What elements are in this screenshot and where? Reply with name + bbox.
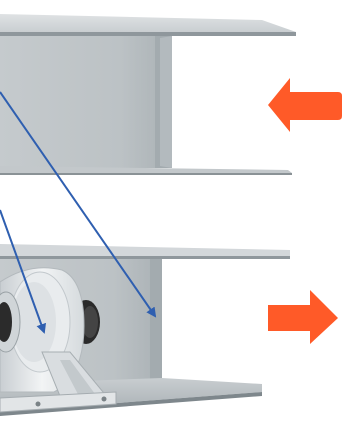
lower-top-plate [0,244,290,256]
upper-top-plate [0,14,296,32]
lower-top-plate-edge [0,256,290,259]
flow-arrow-right-icon [268,290,338,344]
upper-side-wall-inner [160,36,172,168]
flow-arrow-left-icon [268,78,342,132]
upper-bottom-plate-edge [0,173,292,175]
lower-side-wall [150,259,162,384]
upper-duct-section [0,14,296,175]
upper-back-wall [0,36,172,168]
upper-top-plate-edge [0,32,296,36]
